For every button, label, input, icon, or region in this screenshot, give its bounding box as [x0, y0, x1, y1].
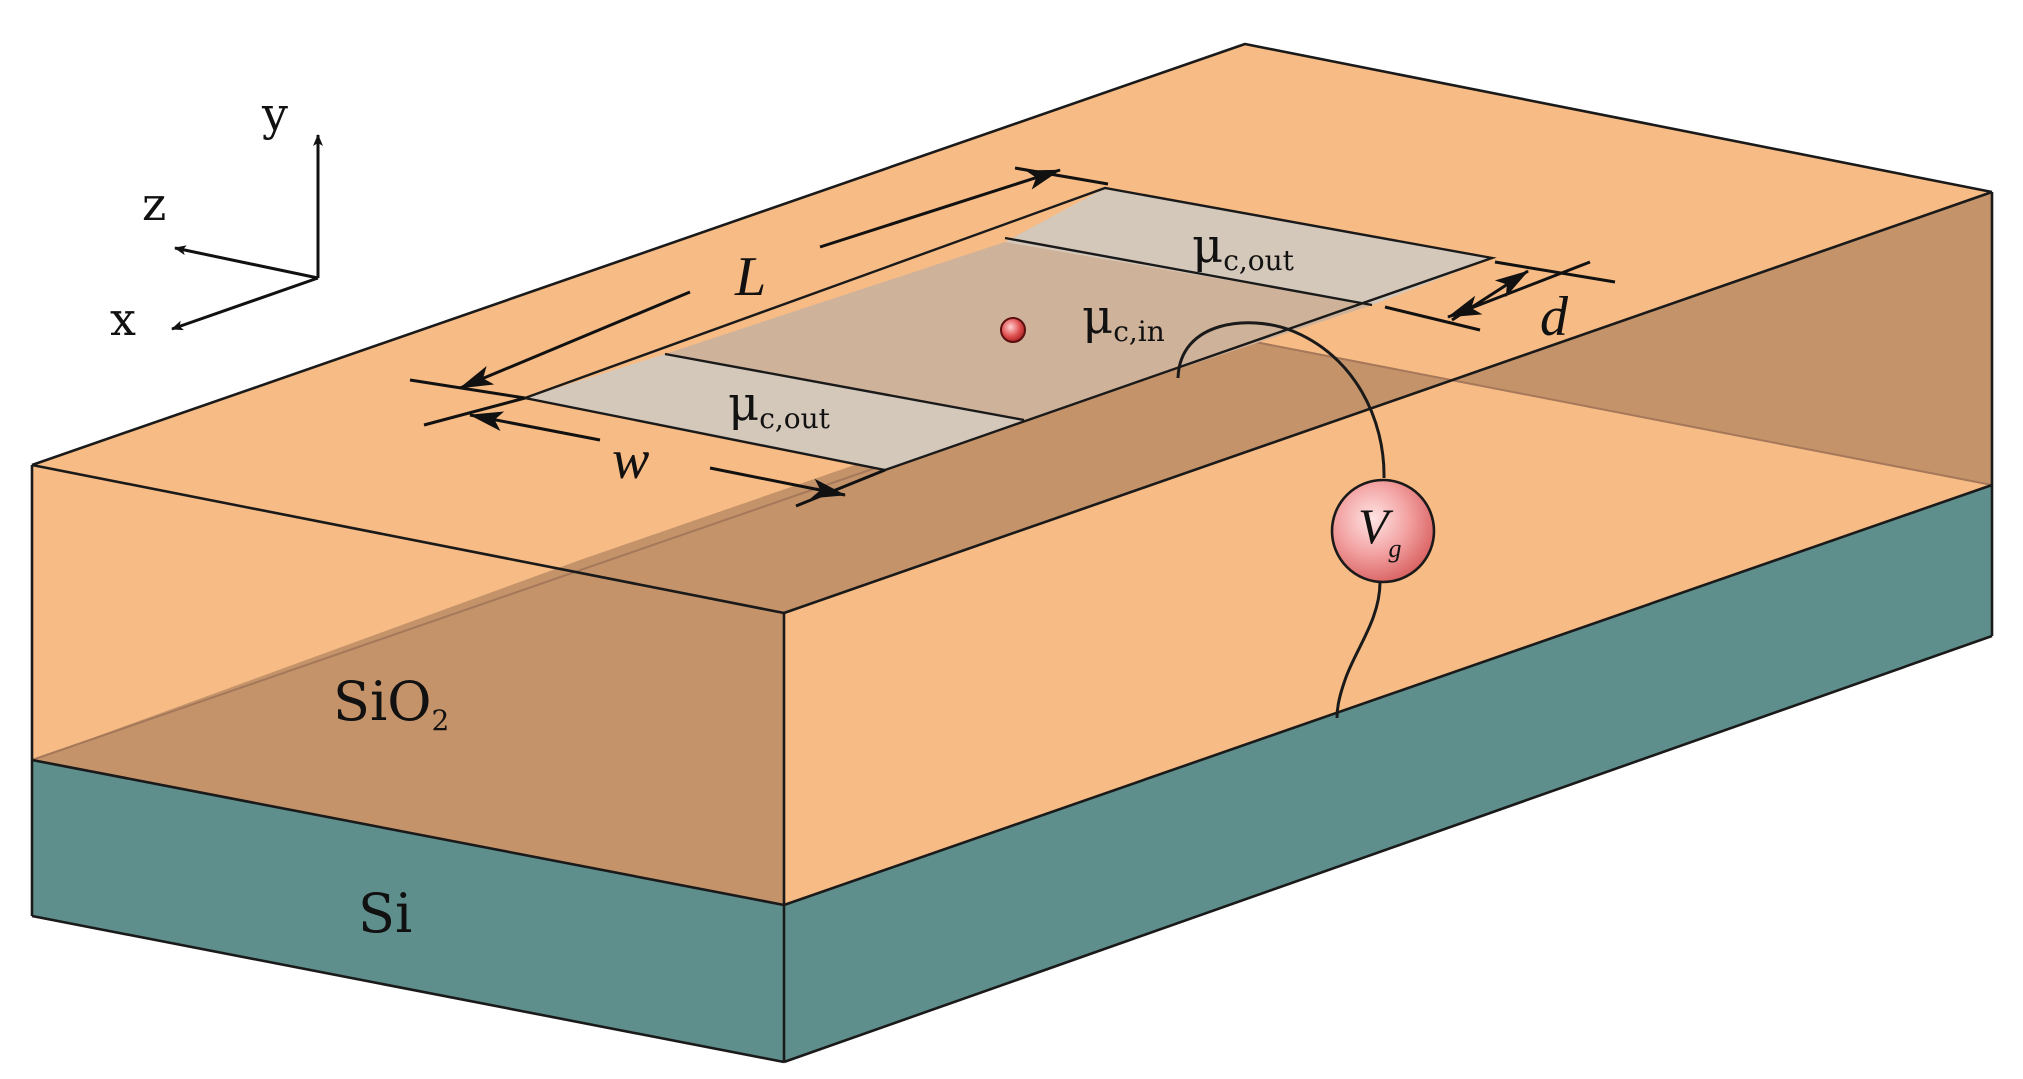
gap-extension-far — [1494, 260, 1616, 284]
graphene-strip-outline — [520, 186, 1497, 472]
source-point-marker — [1000, 317, 1026, 343]
substrate-front-face — [32, 760, 784, 1062]
interface-front-edge — [31, 758, 785, 907]
voltage-source: Vg — [1330, 478, 1436, 584]
gap-label: d — [1540, 286, 1569, 348]
gate-wire-bottom — [1335, 581, 1382, 719]
substrate-label: Si — [358, 882, 412, 945]
voltage-source-circle — [1330, 478, 1436, 584]
inner-mu: μ — [1082, 289, 1113, 345]
voltage-source-label: Vg — [1358, 498, 1402, 563]
outer-far-mu: μ — [1192, 218, 1223, 274]
length-extension-near — [409, 378, 526, 400]
x-axis-arrow — [171, 276, 319, 331]
coordinate-axes: y z x — [110, 87, 323, 346]
oxide-top-edges — [31, 42, 1993, 467]
outer-near-sub: c,out — [759, 402, 830, 435]
length-label: L — [734, 246, 766, 308]
length-dim-arrow-left — [459, 290, 691, 390]
oxide-front-top-edge — [31, 463, 785, 615]
substrate-front-bottom-edge — [31, 914, 785, 1064]
oxide-right-top-edge — [783, 190, 1993, 615]
y-axis-label: y — [261, 87, 288, 141]
hidden-edge-back — [1244, 339, 1993, 486]
graphene-outer-far-strip — [1005, 188, 1492, 305]
substrate-side-face — [784, 485, 1992, 1062]
voltage-subscript: g — [1389, 534, 1402, 563]
dimension-length: L — [409, 166, 1109, 400]
width-dim-arrow-right — [709, 466, 846, 499]
graphene-outer-near-strip — [525, 354, 1024, 470]
z-axis-label: z — [142, 177, 166, 231]
gate-wire-top — [1176, 321, 1386, 479]
oxide-internal-shadow-front — [32, 570, 784, 905]
oxide-subscript: 2 — [432, 704, 450, 737]
gap-dim-arrow-far — [1451, 269, 1529, 322]
oxide-formula: SiO — [333, 670, 432, 733]
x-axis-label: x — [110, 292, 136, 346]
z-axis-arrow — [174, 245, 319, 280]
width-dim-arrow-left — [469, 411, 601, 442]
gap-extension-near — [1384, 305, 1481, 332]
graphene-boundary-near — [664, 352, 1025, 422]
dimension-width: w — [423, 396, 886, 508]
inner-sub: c,in — [1113, 315, 1165, 348]
interface-side-edge — [783, 483, 1993, 907]
voltage-symbol: V — [1358, 498, 1394, 554]
oxide-label: SiO2 — [333, 670, 449, 737]
region-label-outer-near: μc,out — [728, 376, 831, 435]
graphene-boundary-far — [1004, 236, 1373, 307]
region-label-inner: μc,in — [1082, 289, 1165, 348]
substrate-side-bottom-edge — [783, 634, 1993, 1064]
dimension-gap: d — [1384, 260, 1616, 348]
region-label-outer-far: μc,out — [1192, 218, 1295, 277]
length-dim-arrow-right — [819, 168, 1061, 249]
width-label: w — [612, 429, 649, 491]
outer-near-mu: μ — [728, 376, 759, 432]
outer-far-sub: c,out — [1223, 244, 1294, 277]
